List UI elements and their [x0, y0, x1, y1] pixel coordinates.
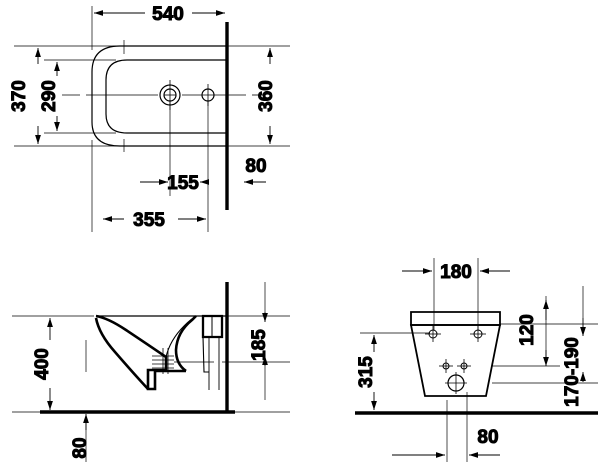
dim-front-80-label: 80 [477, 427, 498, 448]
side-view-rear-rim [174, 315, 197, 373]
side-view-rear-wall-face [202, 336, 209, 373]
side-view-wall-bracket [201, 314, 224, 339]
dim-front-120-label: 120 [517, 314, 538, 346]
dim-top-355-label: 355 [133, 210, 165, 231]
dim-top-540-label: 540 [152, 4, 184, 25]
side-view-group: 400 185 80 [12, 282, 290, 462]
side-view-body-profile [95, 314, 186, 391]
front-view-extension-lines [360, 258, 598, 462]
side-view-rear-rim-inner [165, 315, 197, 358]
front-view-top-cap [410, 311, 501, 326]
side-view-leader-lines [12, 282, 290, 462]
front-view-group: 180 315 120 170-190 80 [355, 258, 598, 462]
front-view-small-hole-right [457, 359, 471, 373]
dim-top-155-label: 155 [167, 173, 199, 194]
dim-top-360-label: 360 [256, 80, 277, 112]
dim-top-370-label: 370 [9, 80, 30, 112]
top-view-group: 540 370 290 360 155 80 [9, 4, 290, 232]
top-view-extension-lines [14, 6, 290, 232]
side-view-bowl-underside [94, 317, 149, 390]
dim-front-170-190-label: 170-190 [562, 337, 583, 407]
side-view-outlet-hatch [152, 348, 174, 374]
dim-top-290-label: 290 [39, 80, 60, 112]
front-view-waste-outlet [445, 372, 467, 394]
dim-side-400-label: 400 [32, 348, 53, 380]
dim-side-185-label: 185 [249, 329, 270, 361]
dim-top-80-label: 80 [245, 156, 266, 177]
front-view-mount-hole-left [425, 326, 441, 342]
front-view-body-trapezoid [409, 324, 502, 397]
top-view-bowl-outline [91, 45, 227, 147]
dim-front-315-label: 315 [356, 356, 377, 388]
side-view-waste-pipe [208, 337, 220, 390]
dim-front-180-label: 180 [440, 262, 472, 283]
front-view-small-hole-left [439, 359, 453, 373]
dim-side-80-label: 80 [70, 437, 91, 458]
top-view-bowl-inner-outline [105, 59, 227, 134]
